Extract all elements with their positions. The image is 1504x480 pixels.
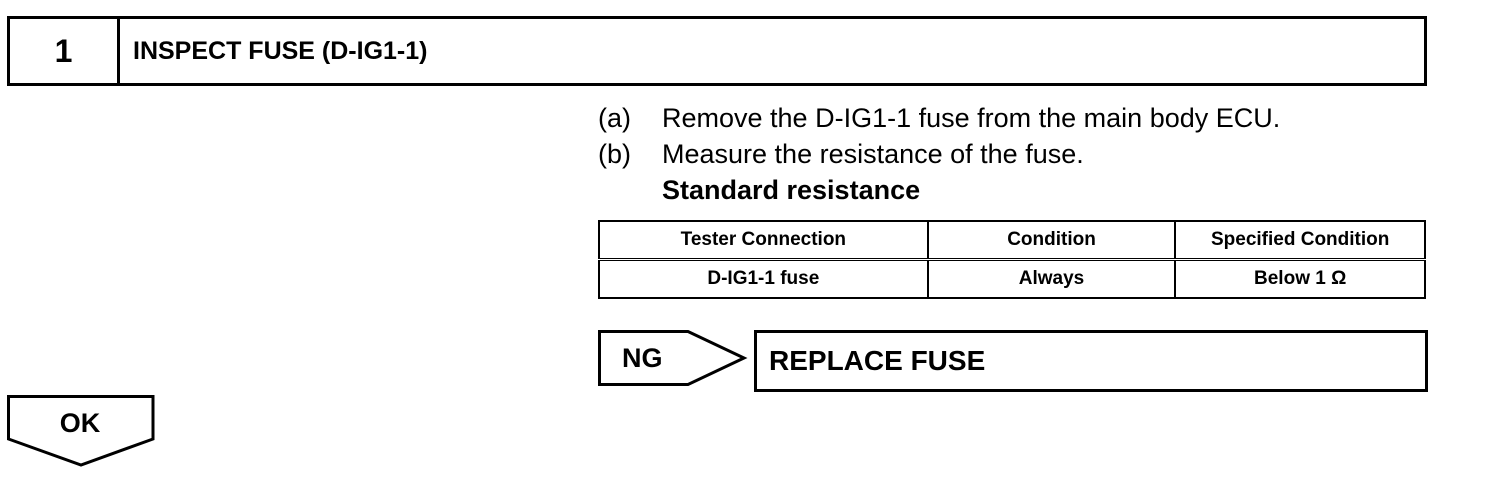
ok-label: OK	[59, 408, 101, 438]
instruction-text: Measure the resistance of the fuse.	[662, 139, 1084, 169]
table-cell: D-IG1-1 fuse	[598, 258, 929, 299]
ng-arrow-icon	[598, 330, 748, 386]
instruction-label: (a)	[598, 103, 631, 133]
ok-arrow-icon	[7, 395, 155, 467]
step-number: 1	[10, 19, 120, 83]
instructions: (a) Remove the D-IG1-1 fuse from the mai…	[598, 100, 1280, 208]
ng-action-text: REPLACE FUSE	[769, 345, 986, 376]
step-header: 1 INSPECT FUSE (D-IG1-1)	[7, 16, 1427, 86]
ng-action-box: REPLACE FUSE	[754, 330, 1428, 392]
table-cell: Below 1 Ω	[1174, 258, 1426, 299]
column-header: Tester Connection	[598, 220, 929, 261]
table-row: D-IG1-1 fuse Always Below 1 Ω	[598, 258, 1426, 299]
instruction-a: (a) Remove the D-IG1-1 fuse from the mai…	[598, 100, 1280, 136]
table-header-row: Tester Connection Condition Specified Co…	[598, 220, 1426, 261]
instruction-text: Remove the D-IG1-1 fuse from the main bo…	[662, 103, 1281, 133]
standard-resistance-table: Tester Connection Condition Specified Co…	[598, 220, 1426, 299]
ng-label: NG	[622, 343, 663, 373]
column-header: Condition	[926, 220, 1177, 261]
instruction-label: (b)	[598, 139, 631, 169]
column-header: Specified Condition	[1174, 220, 1426, 261]
instruction-b: (b) Measure the resistance of the fuse.	[598, 136, 1280, 172]
standard-resistance-heading: Standard resistance	[662, 175, 921, 205]
step-title: INSPECT FUSE (D-IG1-1)	[133, 36, 428, 65]
table-cell: Always	[926, 258, 1177, 299]
